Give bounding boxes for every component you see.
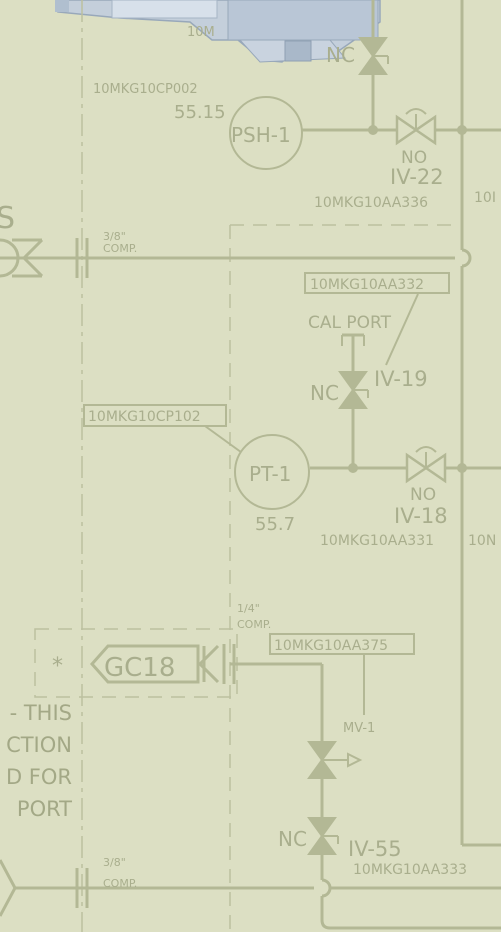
comp2-size: 1/4" bbox=[237, 602, 260, 615]
aa375-box bbox=[269, 633, 415, 655]
iv18-state: NO bbox=[410, 485, 436, 505]
iv19-state: NC bbox=[310, 381, 339, 405]
iv19-label: IV-19 bbox=[374, 367, 428, 391]
top-valve-icon bbox=[358, 37, 389, 75]
pt-label: PT-1 bbox=[249, 462, 291, 486]
comp1-type: COMP. bbox=[103, 242, 137, 255]
compression-fitting-icon bbox=[222, 644, 236, 684]
note-line-4: PORT bbox=[17, 797, 72, 821]
note-line-3: D FOR bbox=[6, 765, 72, 789]
gc18-connector-icon bbox=[89, 644, 220, 684]
psh-label: PSH-1 bbox=[231, 123, 291, 147]
aa333-tag: 10MKG10AA333 bbox=[353, 862, 467, 878]
star-marker: * bbox=[52, 654, 63, 679]
cal-port-cap-icon bbox=[341, 333, 365, 346]
iv22-state: NO bbox=[401, 148, 427, 168]
iv18-label: IV-18 bbox=[394, 504, 448, 528]
cp102-box bbox=[83, 404, 227, 427]
iv55-label: IV-55 bbox=[348, 837, 402, 861]
psh-value: 55.15 bbox=[174, 102, 226, 123]
aa332-tag: 10MKG10AA332 bbox=[310, 277, 424, 293]
leader-line bbox=[204, 425, 246, 456]
pt-value: 55.7 bbox=[255, 514, 295, 535]
compression-fitting-icon bbox=[75, 238, 89, 278]
leader-line bbox=[385, 293, 419, 366]
mv1-label: MV-1 bbox=[343, 721, 375, 736]
comp3-type: COMP. bbox=[103, 877, 137, 890]
left-connector-icon bbox=[0, 238, 44, 278]
pressure-switch-icon bbox=[229, 96, 303, 170]
iv55-state: NC bbox=[278, 827, 307, 851]
top-tag-cut: 10M bbox=[187, 25, 215, 40]
comp1-size: 3/8" bbox=[103, 230, 126, 243]
cp102-tag: 10MKG10CP102 bbox=[88, 409, 201, 425]
manual-valve-icon bbox=[307, 741, 363, 779]
aa336-cut: 10I bbox=[474, 190, 496, 206]
cal-port-label: CAL PORT bbox=[308, 313, 392, 333]
gate-valve-icon bbox=[405, 446, 447, 484]
actuated-valve-icon bbox=[338, 371, 369, 409]
iv22-label: IV-22 bbox=[390, 165, 444, 189]
note-line-1: - THIS bbox=[10, 701, 72, 725]
aa332-box bbox=[304, 272, 450, 294]
equipment-block-icon bbox=[55, 0, 381, 63]
left-cut-label: S bbox=[0, 201, 15, 236]
actuated-valve-icon bbox=[307, 817, 339, 855]
compression-fitting-icon bbox=[75, 868, 89, 908]
cp002-tag: 10MKG10CP002 bbox=[93, 82, 198, 97]
pressure-transmitter-icon bbox=[234, 434, 310, 510]
aa336-tag: 10MKG10AA336 bbox=[314, 195, 428, 211]
aa331-cut: 10N bbox=[468, 533, 496, 549]
note-line-2: CTION bbox=[6, 733, 72, 757]
comp2-type: COMP. bbox=[237, 618, 271, 631]
gc18-label: GC18 bbox=[104, 653, 175, 683]
gate-valve-icon bbox=[395, 108, 437, 146]
top-nc-label: NC bbox=[326, 43, 355, 67]
comp3-size: 3/8" bbox=[103, 856, 126, 869]
aa375-tag: 10MKG10AA375 bbox=[274, 638, 388, 654]
aa331-tag: 10MKG10AA331 bbox=[320, 533, 434, 549]
